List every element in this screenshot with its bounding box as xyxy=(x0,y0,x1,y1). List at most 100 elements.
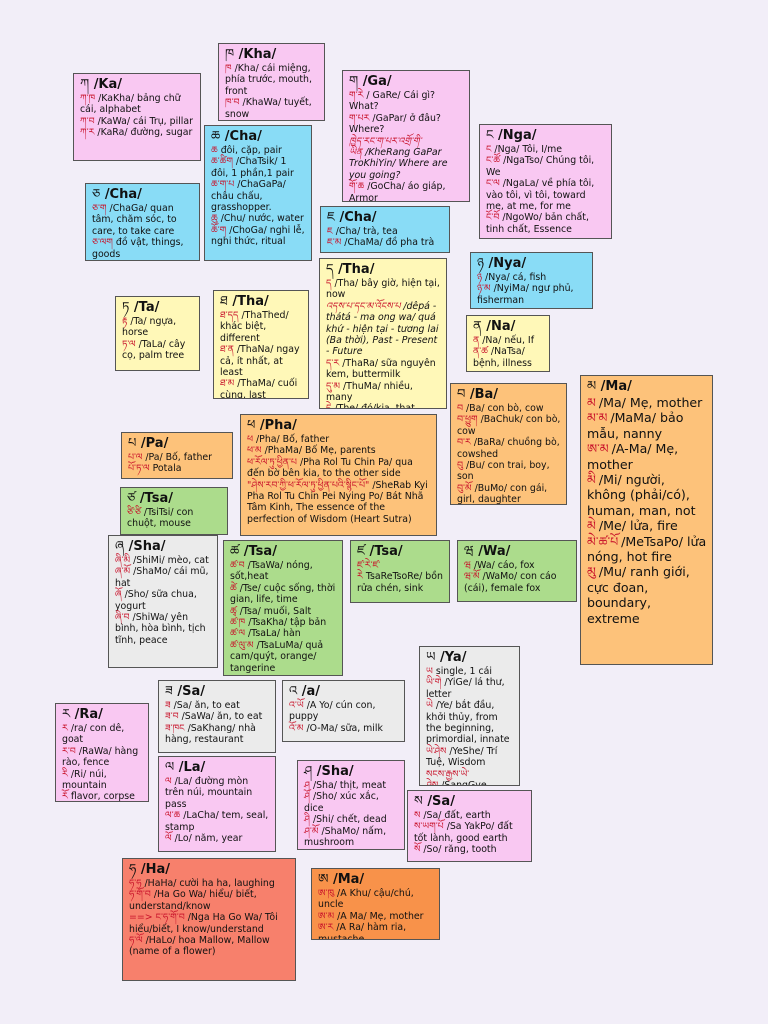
entry-text: /A Ma/ Mẹ, mother xyxy=(337,910,424,922)
card-title-latin: /Kha/ xyxy=(238,47,277,62)
entry: རྟ/Ta/ ngựa, horse xyxy=(122,316,194,339)
card-tha2: ཐ /Tha/ཐ་དད/ThaThed/ khác biệt, differen… xyxy=(213,290,309,399)
card-title-tibetan: ས xyxy=(414,794,423,809)
entry-tibetan: ཡེ xyxy=(426,700,433,712)
card-title-tibetan: ཏ xyxy=(122,300,130,315)
card-title: ར /Ra/ xyxy=(62,707,143,723)
entry-text: /Ta/ ngựa, horse xyxy=(122,316,177,339)
entry-text: /Sho/ sữa chua, yogurt xyxy=(115,589,197,612)
card-title-latin: /Tsa/ xyxy=(369,544,403,559)
entry-text: /ChaGa/ quan tâm, chăm sóc, to care, to … xyxy=(92,203,177,237)
card-title-latin: /Pha/ xyxy=(259,418,297,433)
entry-text: /NgaLa/ về phía tôi, vào tôi, vì tôi, to… xyxy=(486,178,595,213)
entry-tibetan: པོ་ཏ་ལ xyxy=(128,463,150,475)
card-title: ཕ /Pha/ xyxy=(247,418,431,434)
entry: ང/Nga/ Tôi, I/me xyxy=(486,144,606,155)
entry-text: /BaRa/ chuồng bò, cowshed xyxy=(457,437,560,460)
entry-tibetan: ལ xyxy=(165,776,172,787)
entry: བུ/Bu/ con trai, boy, son xyxy=(457,460,561,483)
entry: རོflavor, corpse xyxy=(62,791,143,802)
entry-text: /MeTsaPo/ lửa nóng, hot fire xyxy=(587,533,707,565)
card-title: ཅ /Cha/ xyxy=(92,187,194,203)
card-title-tibetan: ད xyxy=(326,262,334,277)
entry-tibetan: ཡེ་ཤེས xyxy=(426,745,447,757)
entry-tibetan: དུ་མ xyxy=(326,380,340,392)
entry: ཞོ/Sho/ sữa chua, yogurt xyxy=(115,589,212,612)
card-title: ཀ /Ka/ xyxy=(80,77,195,93)
card-title-latin: /Nya/ xyxy=(488,256,527,271)
entry-text: /dêpá - thátá - ma ong wa/ quá khứ - hiệ… xyxy=(326,300,439,358)
entry-tibetan: མ་མ xyxy=(587,410,608,426)
entry-tibetan: རོ xyxy=(62,791,68,802)
card-title-tibetan: ཧ xyxy=(129,862,137,877)
card-tsa1: ཙ /Tsa/ཙི་ཙི/TsiTsi/ con chuột, mouse xyxy=(120,487,228,535)
entry-tibetan: ཚྭ xyxy=(230,605,237,617)
card-title-tibetan: ཁ xyxy=(225,47,235,62)
entry-tibetan: ག་པར xyxy=(349,112,370,124)
card-title: ཆ /Cha/ xyxy=(211,129,306,145)
entry-tibetan: དེ xyxy=(326,403,332,409)
card-title: ད /Tha/ xyxy=(326,262,441,278)
card-title-tibetan: ན xyxy=(473,319,482,334)
entry-tibetan: བུ xyxy=(457,460,464,472)
entry: མེ/Me/ lửa, fire xyxy=(587,518,707,533)
card-title-latin: /Ka/ xyxy=(93,77,123,92)
entry: མུ/Mu/ ranh giới, cực đoan, boundary, ex… xyxy=(587,564,707,626)
entry-tibetan: ཁ་བ xyxy=(225,97,240,109)
entry-text: /SangGye YeShe/: Phật Trí xyxy=(441,780,487,786)
entry: ཚ་ལུ་མ/TsaLuMa/ quả cam/quýt, orange/ ta… xyxy=(230,640,337,674)
entry-tibetan: ཚ་བ xyxy=(230,560,245,571)
card-title-tibetan: ལ xyxy=(165,760,175,775)
entry: ཟ/Sa/ ăn, to eat xyxy=(165,700,270,711)
card-title-latin: /Tha/ xyxy=(338,262,375,277)
entry-text: /ThaThed/ khác biệt, different xyxy=(220,310,289,344)
entry-tibetan: བ་ར xyxy=(457,437,471,449)
entry-text: /Sho/ xúc xắc, dice xyxy=(304,791,379,814)
entry-tibetan: རྟ xyxy=(122,316,128,327)
entry: ཁ་བ/KhaWa/ tuyết, snow xyxy=(225,97,319,120)
entry-text: /TsaLa/ hàn xyxy=(247,628,301,640)
card-la: ལ /La/ལ/La/ đường mòn trên núi, mountain… xyxy=(158,756,276,852)
entry-text: /Nya/ cá, fish xyxy=(485,272,547,283)
entry-tibetan: ཞ་མོ xyxy=(115,566,131,578)
entry-text: /Chu/ nước, water xyxy=(220,213,304,225)
entry-text: /ThuMa/ nhiều, many xyxy=(326,380,413,404)
entry: སངས་རྒྱས་ཡེ་ཤེས/SangGye YeShe/: Phật Trí xyxy=(426,769,514,786)
entry-tibetan: ཛ་རེ་ཛ་རེ xyxy=(357,560,381,583)
entry-tibetan: ཅ་ག xyxy=(92,203,107,214)
entry: ཇ་མ/ChaMa/ đồ pha trà xyxy=(327,237,444,248)
entry: ཐ་དད/ThaThed/ khác biệt, different xyxy=(220,310,303,344)
entry-tibetan: ཧ་གོ་བ xyxy=(129,889,151,901)
entry-tibetan: ཡ xyxy=(426,666,433,677)
entry: ར་བ/RaWa/ hàng rào, fence xyxy=(62,746,143,769)
entry: ཁྱེད་རང་ག་པར་འགྲོ་གི་ཡིན/KheRang GaPar T… xyxy=(349,136,464,182)
card-tsa3: ཛ /Tsa/ཛ་རེ་ཛ་རེTsaReTsoRe/ bồn rửa chén… xyxy=(350,540,450,603)
entry-tibetan: ད xyxy=(326,278,332,289)
card-title-tibetan: ར xyxy=(62,707,71,722)
entry: ཉ་མ/NyiMa/ ngư phủ, fisherman xyxy=(477,283,587,306)
entry-text: /GaPar/ ở đâu? Where? xyxy=(349,112,441,136)
entry-tibetan: ང་ཚོ xyxy=(486,155,501,167)
entry: ཐ་ན/ThaNa/ ngay cả, ít nhất, at least xyxy=(220,344,303,378)
entry-text: đôi, cặp, pair xyxy=(220,145,282,156)
entry-tibetan: ན xyxy=(473,335,480,346)
entry-text: /Nga Ha Go Wa/ Tôi hiểu/biết, I know/und… xyxy=(129,912,278,935)
card-cha2: ཅ /Cha/ཅ་ག/ChaGa/ quan tâm, chăm sóc, to… xyxy=(85,183,200,261)
entry-text: /Pa/ Bố, father xyxy=(145,452,213,463)
card-title-tibetan: ཙ xyxy=(127,491,136,506)
entry-text: /KhaWa/ tuyết, snow xyxy=(225,97,312,120)
entry-text: /Bu/ con trai, boy, son xyxy=(457,460,550,483)
entry: ང་ལ/NgaLa/ về phía tôi, vào tôi, vì tôi,… xyxy=(486,178,606,212)
card-title-tibetan: ང xyxy=(486,128,494,143)
entry-tibetan: ཆོ་ག xyxy=(211,224,227,236)
entry: ཛ་རེ་ཛ་རེTsaReTsoRe/ bồn rửa chén, sink xyxy=(357,560,444,594)
entry: ཧ་ལོ/HaLo/ hoa Mallow, Mallow (name of a… xyxy=(129,935,290,958)
entry-text: /Pha Rol Tu Chin Pa/ qua đến bờ bên kia,… xyxy=(247,456,413,480)
entry-tibetan: ཏ་ལ xyxy=(122,338,136,350)
entry-tibetan: བ xyxy=(457,403,464,414)
